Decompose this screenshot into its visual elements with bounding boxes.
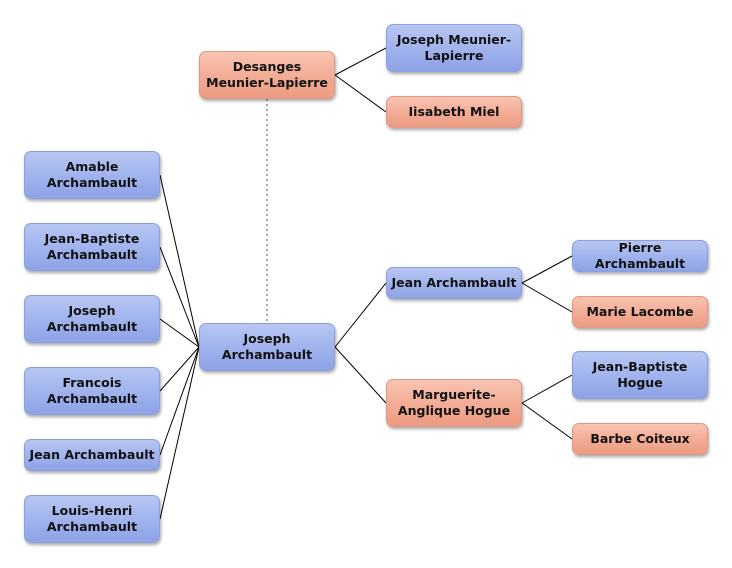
node-barbe-coiteux[interactable]: Barbe Coiteux bbox=[572, 423, 708, 455]
edge-joseph_root-joseph_child bbox=[159, 318, 200, 348]
node-jean-archambault-father[interactable]: Jean Archambault bbox=[386, 267, 522, 299]
node-jean-baptiste-archambault[interactable]: Jean-Baptiste Archambault bbox=[24, 223, 160, 271]
edge-joseph_root-francois bbox=[159, 346, 200, 392]
node-marie-lacombe[interactable]: Marie Lacombe bbox=[572, 296, 708, 328]
node-joseph-archambault-child[interactable]: Joseph Archambault bbox=[24, 295, 160, 343]
edge-jean_father-marie bbox=[521, 282, 573, 313]
edge-joseph_root-jean_child bbox=[159, 346, 200, 456]
edge-joseph_root-louis_henri bbox=[159, 346, 200, 520]
node-joseph-meunier-lapierre[interactable]: Joseph Meunier- Lapierre bbox=[386, 24, 522, 72]
edge-joseph_root-jean_baptiste_a bbox=[159, 246, 200, 348]
node-amable-archambault[interactable]: Amable Archambault bbox=[24, 151, 160, 199]
node-francois-archambault[interactable]: Francois Archambault bbox=[24, 367, 160, 415]
node-jean-archambault-child[interactable]: Jean Archambault bbox=[24, 439, 160, 471]
edge-marguerite-jean_baptiste_h bbox=[521, 374, 573, 404]
edge-desanges-isabeth bbox=[334, 74, 387, 113]
edge-jean_father-pierre bbox=[521, 255, 573, 284]
edge-joseph_root-amable bbox=[159, 174, 200, 348]
node-jean-baptiste-hogue[interactable]: Jean-Baptiste Hogue bbox=[572, 351, 708, 399]
edge-desanges-joseph_ml bbox=[334, 47, 387, 76]
edge-marguerite-barbe bbox=[521, 402, 573, 440]
node-desanges-meunier-lapierre[interactable]: Desanges Meunier-Lapierre bbox=[199, 51, 335, 99]
node-joseph-archambault-root[interactable]: Joseph Archambault bbox=[199, 323, 335, 371]
node-iisabeth-miel[interactable]: Iisabeth Miel bbox=[386, 96, 522, 128]
node-marguerite-anglique-hogue[interactable]: Marguerite- Anglique Hogue bbox=[386, 379, 522, 427]
node-pierre-archambault[interactable]: Pierre Archambault bbox=[572, 240, 708, 272]
edge-joseph_root-jean_father bbox=[334, 282, 387, 348]
node-louis-henri-archambault[interactable]: Louis-Henri Archambault bbox=[24, 495, 160, 543]
edge-joseph_root-marguerite bbox=[334, 346, 387, 404]
